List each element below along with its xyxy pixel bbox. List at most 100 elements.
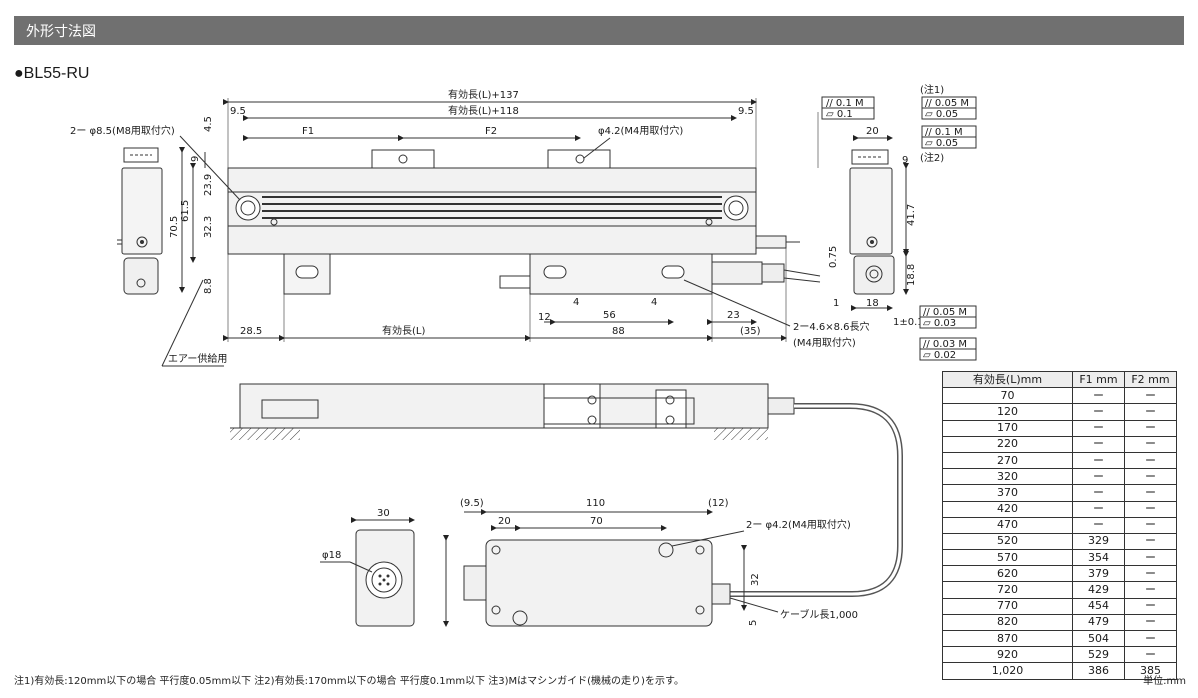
table-cell-f1: ー — [1072, 419, 1125, 437]
dim-4b: 4 — [651, 297, 657, 308]
hole-m4-top-label: φ4.2(M4用取付穴) — [598, 124, 683, 137]
table-cell-f2: ー — [1124, 451, 1177, 470]
table-cell-f1: ー — [1072, 468, 1125, 486]
table-cell-f2: ー — [1124, 468, 1177, 486]
table-cell-f2: ー — [1124, 646, 1177, 664]
dim-4-5: 4.5 — [203, 116, 214, 132]
air-label: エアー供給用 — [168, 352, 227, 365]
cable-length-label: ケーブル長1,000 — [780, 608, 858, 621]
table-cell-len: 270 — [942, 451, 1073, 470]
table-cell-f1: 529 — [1072, 646, 1125, 664]
table-cell-f1: ー — [1072, 435, 1125, 453]
table-cell-f2: ー — [1124, 500, 1177, 518]
tolerance-frame-3: // 0.1 M ▱ 0.05 — [921, 125, 977, 149]
table-cell-f2: ー — [1124, 403, 1177, 421]
table-cell-f2: ー — [1124, 387, 1177, 405]
dim-eff-len: 有効長(L) — [382, 324, 425, 337]
tol-4a: // 0.05 M — [923, 307, 967, 318]
slot-note: (M4用取付穴) — [793, 336, 856, 349]
tol-5b: ▱ 0.02 — [923, 350, 956, 361]
table-cell-len: 220 — [942, 435, 1073, 453]
side-dim-1pm: 1±0.1 — [893, 317, 924, 328]
dim-56: 56 — [603, 310, 616, 321]
box-hole-label: 2ー φ4.2(M4用取付穴) — [746, 518, 851, 531]
table-cell-f2: ー — [1124, 516, 1177, 534]
tol-2a: // 0.05 M — [925, 98, 969, 109]
section-title: 外形寸法図 — [26, 24, 96, 40]
th-length: 有効長(L)mm — [942, 370, 1073, 389]
dim-28-5: 28.5 — [240, 326, 262, 337]
table-cell-len: 320 — [942, 468, 1073, 486]
tol-3a: // 0.1 M — [925, 127, 963, 138]
table-cell-len: 520 — [942, 532, 1073, 551]
table-cell-len: 470 — [942, 516, 1073, 534]
table-cell-f1: 504 — [1072, 629, 1125, 648]
note-1: (注1) — [920, 83, 944, 96]
unit-label: 単位:mm — [1143, 676, 1186, 687]
section-header: 外形寸法図 — [14, 16, 1184, 45]
hole-m8-label: 2ー φ8.5(M8用取付穴) — [70, 124, 175, 137]
tol-2b: ▱ 0.05 — [925, 109, 958, 120]
table-cell-len: 170 — [942, 419, 1073, 437]
th-f1: F1 mm — [1072, 370, 1125, 389]
side-dim-9: 9 — [902, 155, 908, 166]
dim-9: 9 — [190, 156, 201, 162]
tol-1b: ▱ 0.1 — [826, 109, 853, 120]
dim-61-5: 61.5 — [180, 200, 191, 222]
dim-88: 88 — [612, 326, 625, 337]
connector-view: 30 φ18 — [320, 508, 415, 627]
dim-12: 12 — [538, 312, 551, 323]
slot-label: 2ー4.6×8.6長穴 — [793, 320, 870, 333]
dim-8-8: 8.8 — [203, 278, 214, 294]
table-cell-f1: 329 — [1072, 532, 1125, 551]
table-cell-f2: ー — [1124, 613, 1177, 632]
table-cell-f2: ー — [1124, 484, 1177, 502]
dim-70-5: 70.5 — [169, 216, 180, 238]
table-cell-f1: 479 — [1072, 613, 1125, 632]
table-cell-f2: ー — [1124, 565, 1177, 583]
dim-9-5-left: 9.5 — [230, 106, 246, 117]
interpolator-box-view: (9.5) 110 (12) 20 70 2ー φ4.2(M4用取付穴) 32 … — [443, 498, 858, 627]
note-2: (注2) — [920, 151, 944, 164]
table-cell-f1: ー — [1072, 451, 1125, 470]
table-cell-f2: ー — [1124, 532, 1177, 551]
table-cell-len: 620 — [942, 565, 1073, 583]
table-cell-f2: 385 — [1124, 662, 1177, 680]
side-dim-20: 20 — [866, 126, 879, 137]
table-cell-f2: ー — [1124, 549, 1177, 567]
dim-35: (35) — [740, 326, 761, 337]
table-cell-f1: 454 — [1072, 597, 1125, 615]
table-cell-len: 820 — [942, 613, 1073, 632]
table-cell-f1: ー — [1072, 484, 1125, 502]
dim-32-3: 32.3 — [203, 216, 214, 238]
tolerance-frame-5: // 0.03 M ▱ 0.02 — [919, 337, 977, 361]
table-cell-len: 920 — [942, 646, 1073, 664]
dim-f1: F1 — [302, 126, 314, 137]
table-cell-f2: ー — [1124, 581, 1177, 599]
tol-1a: // 0.1 M — [826, 98, 864, 109]
box-dim-20: 20 — [498, 516, 511, 527]
side-mounting-view — [230, 383, 903, 597]
table-cell-f2: ー — [1124, 419, 1177, 437]
table-cell-f1: ー — [1072, 387, 1125, 405]
model-name: ●BL55-RU — [14, 65, 90, 82]
box-dim-9-5: (9.5) — [460, 498, 484, 509]
dim-overall-118: 有効長(L)+118 — [448, 104, 519, 117]
table-cell-len: 120 — [942, 403, 1073, 421]
